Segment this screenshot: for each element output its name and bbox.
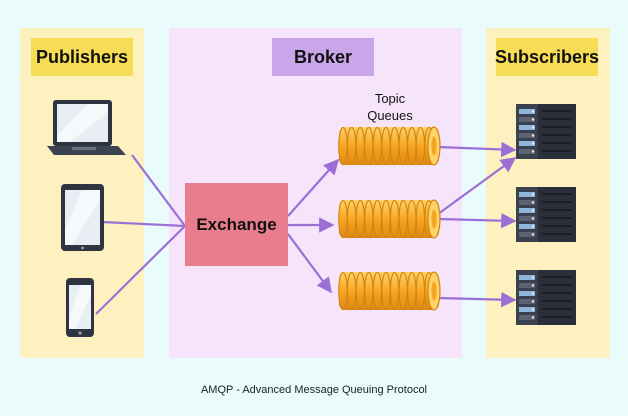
exchange-to-queue1-arrow	[287, 158, 340, 217]
queue2-to-sub1-arrow	[437, 157, 517, 215]
queue-3	[338, 271, 441, 311]
queue-cylinder-icon	[338, 271, 441, 311]
publisher-arrows	[95, 154, 186, 315]
laptop-to-exchange-line	[131, 154, 186, 227]
exchange-to-queue3-arrow	[287, 233, 332, 294]
publishers-header: Publishers	[31, 38, 133, 76]
queue-cylinder-icon	[338, 199, 441, 239]
queue-2	[338, 199, 441, 239]
subscriber-3	[516, 270, 576, 325]
subscribers-header: Subscribers	[495, 38, 599, 76]
topic-queues-line-1: Topic	[374, 91, 406, 106]
subscriber-1	[516, 104, 576, 159]
phone-to-exchange-line	[95, 225, 186, 315]
diagram-caption: AMQP - Advanced Message Queuing Protocol	[200, 384, 428, 396]
tablet-icon	[61, 184, 104, 251]
queue-cylinder-icon	[338, 126, 441, 166]
queue-arrows	[437, 141, 517, 308]
laptop-icon	[47, 100, 126, 155]
topic-queues-line-2: Queues	[367, 108, 413, 123]
tablet-to-exchange-line	[101, 220, 186, 228]
exchange-arrows	[287, 158, 340, 294]
server-icon	[516, 270, 576, 325]
exchange-label: Exchange	[196, 214, 277, 234]
subscriber-2	[516, 187, 576, 242]
broker-header: Broker	[272, 38, 374, 76]
queue3-to-sub3-arrow	[437, 291, 517, 308]
queue1-to-sub1-arrow	[437, 141, 517, 158]
smartphone-icon	[66, 278, 94, 337]
queue-1	[338, 126, 441, 166]
server-icon	[516, 104, 576, 159]
topic-queues-label: Topic Queues	[350, 90, 430, 124]
queue2-to-sub2-arrow	[437, 212, 517, 229]
exchange-box: Exchange	[185, 183, 288, 266]
server-icon	[516, 187, 576, 242]
